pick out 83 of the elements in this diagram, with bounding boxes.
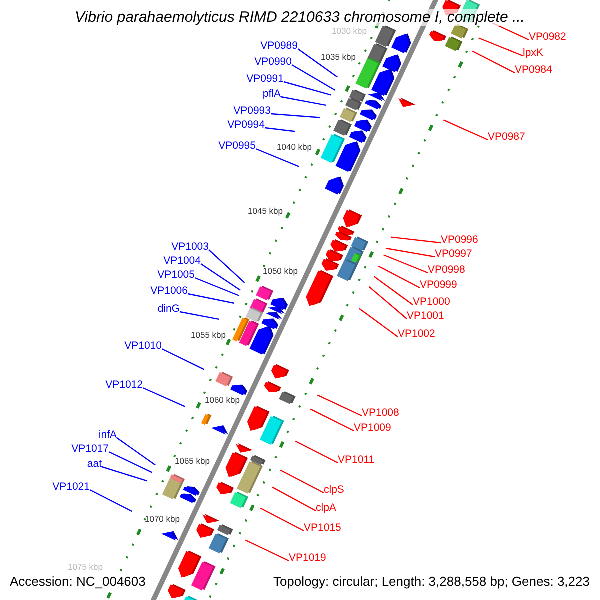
leader-line (310, 408, 354, 432)
leader-line (472, 50, 516, 74)
gene-label: VP1011 (338, 453, 375, 467)
gene-label: VP0997 (435, 247, 472, 261)
gene-label: VP1021 (52, 480, 90, 494)
gene-label: VP0996 (441, 233, 478, 247)
leader-line (116, 438, 156, 466)
leader-line (245, 540, 290, 562)
gene-label: VP1010 (124, 339, 162, 353)
leader-line (384, 254, 428, 274)
leader-line (292, 64, 336, 91)
leader-line (264, 127, 296, 132)
leader-line (180, 311, 220, 320)
gene-label: VP1015 (304, 521, 342, 535)
leader-line (284, 81, 332, 96)
leader-line (390, 236, 442, 244)
leader-line (256, 148, 300, 168)
gene-label: VP1001 (407, 309, 444, 323)
gene-label: VP1009 (354, 421, 392, 435)
gene-label: VP1008 (362, 406, 400, 420)
leader-line (108, 451, 153, 474)
gene-label: VP0993 (234, 104, 271, 118)
gene-label: VP1006 (150, 284, 188, 298)
leader-line (200, 264, 241, 291)
gene-label: VP0984 (515, 63, 552, 77)
leader-line (359, 308, 398, 338)
gene-label: VP0990 (254, 55, 292, 69)
leader-line (272, 486, 316, 512)
leader-line (162, 348, 205, 370)
leader-line (444, 120, 488, 141)
leader-line (298, 48, 338, 78)
leader-line (295, 440, 338, 464)
leader-line (368, 286, 408, 320)
position-label: 1050 kbp (263, 267, 298, 276)
gene-label: VP1005 (158, 268, 195, 282)
leader-line (260, 508, 304, 532)
position-label: 1060 kbp (205, 396, 240, 405)
gene-label: pflA (262, 87, 281, 101)
position-label: 1035 kbp (321, 53, 356, 62)
leader-line (317, 394, 362, 417)
gene-label: clpA (316, 501, 336, 515)
gene-label: VP1004 (164, 254, 201, 268)
gene-label: lpxK (523, 46, 544, 60)
leader-line (374, 276, 414, 306)
gene-label: VP1000 (413, 295, 450, 309)
gene-label: VP1002 (398, 327, 436, 341)
position-label: 1075 kbp (68, 563, 103, 572)
gene-label: VP0982 (529, 30, 566, 44)
position-label: 1055 kbp (191, 331, 226, 340)
gene-label: VP0987 (488, 130, 526, 144)
gene-label: VP1003 (172, 240, 209, 254)
leader-line (194, 277, 240, 296)
position-label: 1065 kbp (175, 457, 210, 466)
leader-line (386, 248, 436, 258)
position-label: 1030 kbp (332, 27, 367, 36)
gene-label: VP0991 (246, 72, 284, 86)
gene-label: VP0989 (260, 39, 298, 53)
leader-line (142, 387, 186, 408)
leader-line (208, 250, 246, 284)
gene-label: aat (87, 457, 102, 471)
gene-label: infA (98, 428, 117, 442)
gene-label: VP1019 (289, 551, 326, 565)
gene-label: VP0999 (420, 278, 458, 292)
position-label: 1070 kbp (145, 515, 180, 524)
gene-label: VP0998 (428, 263, 466, 277)
gene-label: VP1017 (72, 442, 109, 456)
gene-label: VP0995 (218, 139, 256, 153)
gene-label: clpS (324, 483, 344, 497)
leader-line (478, 38, 524, 57)
leader-line (102, 466, 148, 482)
leader-line (188, 293, 234, 304)
footer-text: Topology: circular; Length: 3,288,558 bp; Genes: 3,223 (273, 575, 590, 589)
leader-line (378, 266, 420, 289)
position-label: 1040 kbp (277, 143, 312, 152)
gene-label: VP1012 (106, 378, 143, 392)
leader-line (90, 489, 133, 512)
footer-text: Accession: NC_004603 (10, 575, 146, 589)
leader-line (280, 470, 324, 494)
leader-line (270, 113, 320, 118)
gene-label: dinG (158, 302, 180, 316)
position-label: 1045 kbp (248, 207, 283, 216)
leader-line (280, 96, 326, 106)
gene-label: VP0994 (228, 118, 265, 132)
